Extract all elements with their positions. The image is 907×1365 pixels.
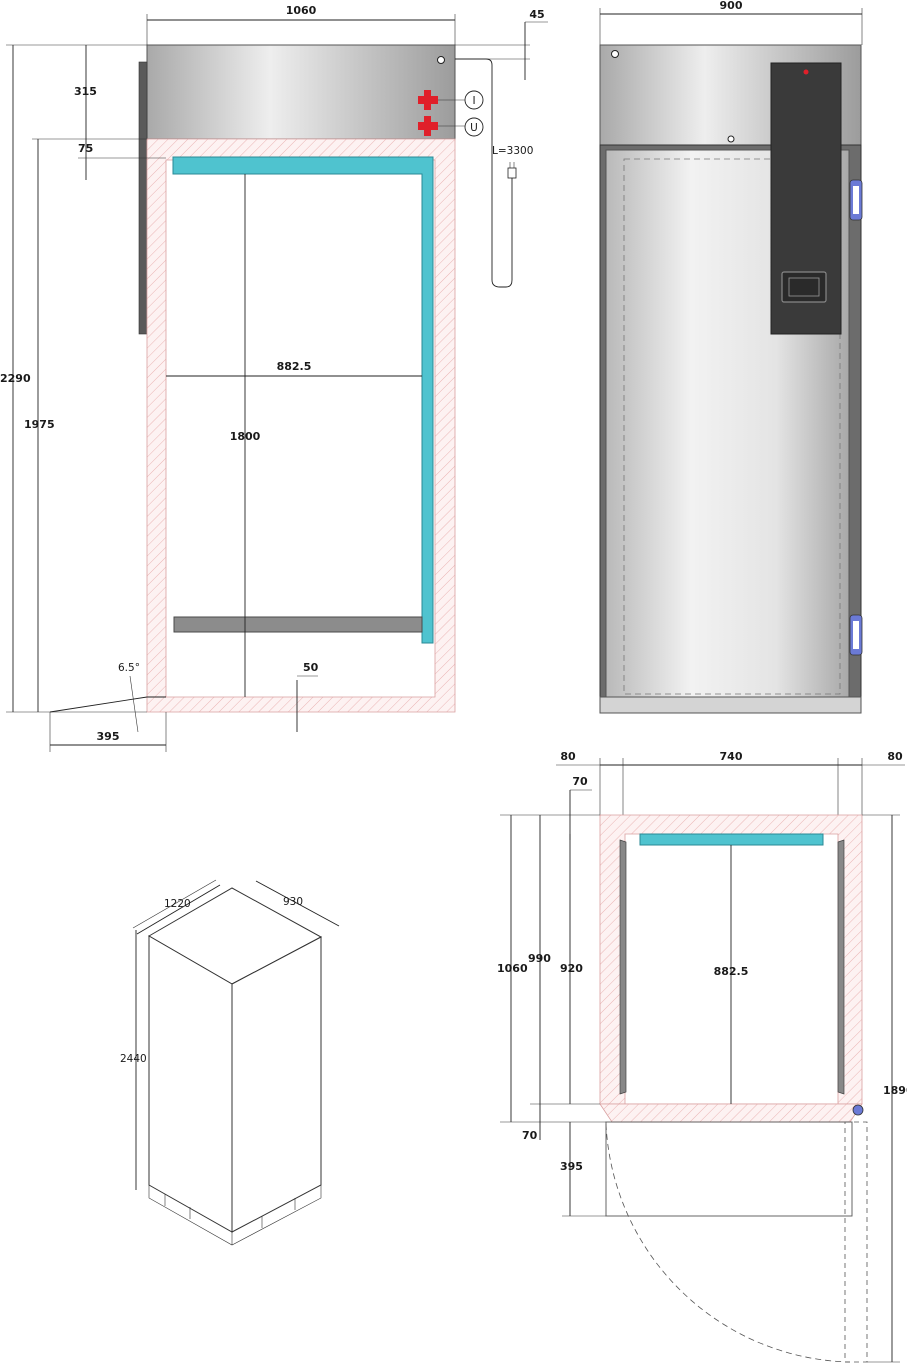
side-badge-icon [437,56,445,64]
connector-in-label: I [472,95,475,107]
dim-plan-left-80: 80 [560,750,576,763]
front-view: 900 [599,0,863,714]
side-door-edge [138,61,148,335]
dim-plan-door-395: 395 [560,1160,583,1173]
plan-left-rail [619,839,627,1095]
package-view: 1220 930 2440 [120,879,340,1246]
plan-door-swing [605,1123,851,1363]
front-lock-icon [727,135,735,143]
display-screen [781,271,827,303]
side-insulation [172,156,434,644]
dim-total-height: 2290 [0,372,31,385]
connector-out-label: U [470,122,478,134]
dim-plan-depth-990: 990 [528,952,551,965]
dim-plan-depth-920: 920 [560,962,583,975]
dim-package-length: 1220 [164,898,191,910]
indicator-light-icon [803,69,809,75]
dim-plan-depth-1060: 1060 [497,962,528,975]
dim-offset-45: 45 [529,8,544,21]
package-right-face [231,936,322,1233]
power-cable [455,58,513,288]
dim-plan-inner-740: 740 [720,750,743,763]
plan-hinge-icon [852,1104,864,1116]
package-left-face [148,935,233,1233]
dim-plan-wall-bottom: 70 [522,1129,538,1142]
plan-insulation [639,833,824,846]
side-shelf [173,616,423,633]
dim-package-width: 930 [283,896,303,908]
dim-front-width: 900 [720,0,743,12]
dim-plan-inner-depth: 882.5 [714,965,749,978]
plan-view: 80 740 80 70 1060 990 920 882.5 70 [497,750,907,1363]
dim-package-height: 2440 [120,1053,147,1065]
plan-right-rail [837,839,845,1095]
dim-side-width: 1060 [286,4,317,17]
front-door-inner-outline [623,158,841,695]
package-pallet [148,1185,322,1246]
dim-top-height: 315 [74,85,97,98]
dim-floor-50: 50 [303,661,319,674]
front-badge-icon [611,50,619,58]
dim-angle: 6.5° [118,662,140,674]
dim-plan-right-80: 80 [887,750,903,763]
plug-icon [507,162,517,179]
dim-plan-swing-1890: 1890 [883,1084,907,1097]
dim-inner-height: 1975 [24,418,55,431]
cable-length-label: L=3300 [492,145,533,157]
side-view: I U L=3300 1060 45 [0,4,548,752]
side-ramp [49,696,166,713]
plan-door-strip [599,1103,863,1123]
dim-ramp-395: 395 [97,730,120,743]
side-top-unit [146,44,456,140]
dim-inner-depth: 1800 [230,430,261,443]
front-plinth [599,696,862,714]
valve-out: U [418,116,484,137]
dim-frame-75: 75 [78,142,93,155]
dim-inner-width: 882.5 [277,360,312,373]
plan-door-open [605,1121,853,1217]
dim-plan-wall-top: 70 [572,775,588,788]
valve-in: I [418,90,484,110]
